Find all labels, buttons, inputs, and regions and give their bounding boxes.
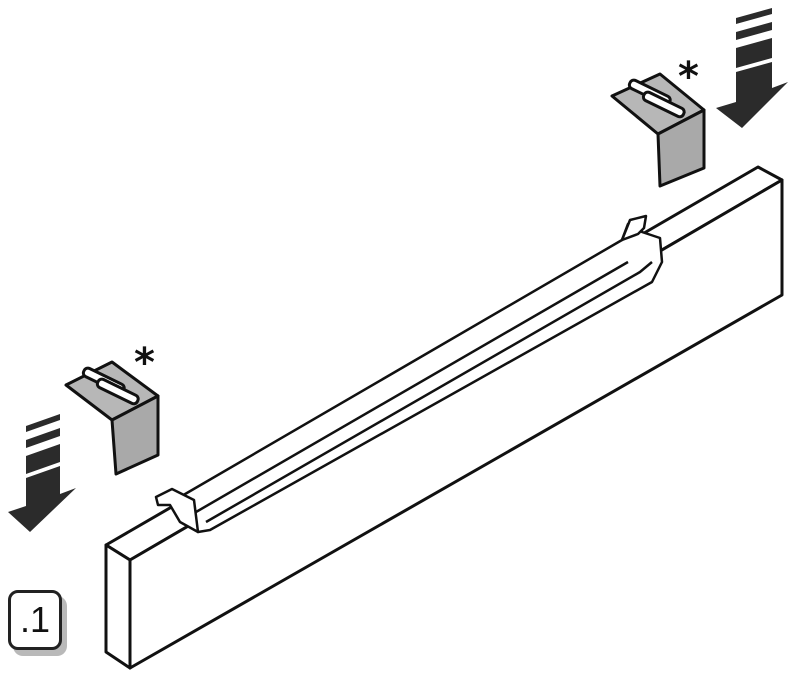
handle-channel [154, 214, 664, 534]
channel-lip [205, 261, 653, 524]
channel-left-end [154, 487, 200, 534]
left-bracket-side [110, 394, 160, 476]
board [104, 165, 784, 670]
left-asterisk-mark: * [134, 340, 155, 386]
right-bracket-slot-2 [641, 90, 686, 119]
step-badge-face [8, 590, 62, 650]
right-bracket-side [656, 108, 706, 188]
step-number: .1 [19, 599, 51, 640]
left-down-arrow-icon [8, 414, 76, 532]
right-asterisk-mark: * [678, 54, 699, 100]
channel-right-end [620, 214, 648, 242]
left-bracket [64, 360, 160, 476]
step-badge: .1 [8, 590, 67, 656]
left-bracket-slot-2 [95, 377, 140, 406]
board-front-face [128, 178, 784, 670]
right-down-arrow-icon [716, 8, 788, 128]
board-end-face [104, 543, 132, 670]
right-bracket [610, 72, 706, 188]
channel-inner-edge [195, 260, 629, 514]
